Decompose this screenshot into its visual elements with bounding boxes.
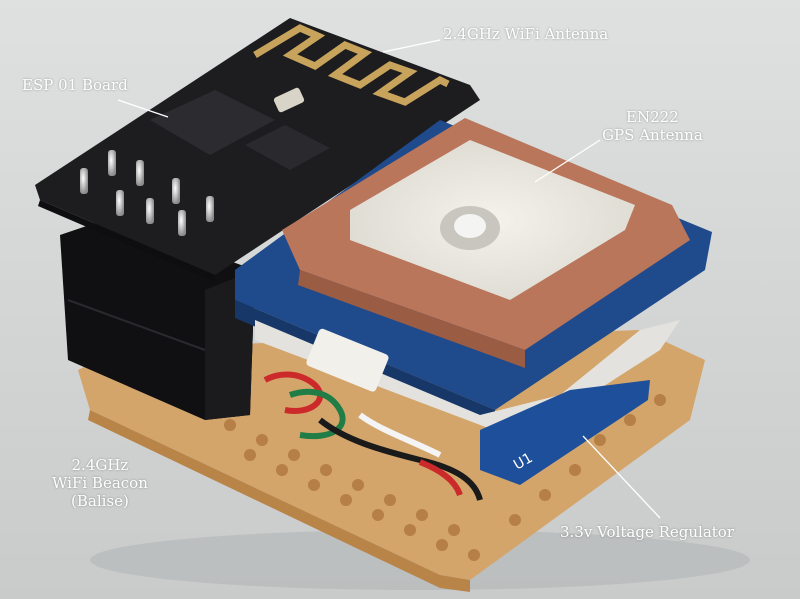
label-gps-line1: EN222 [626, 108, 679, 126]
leader-gps-antenna [534, 139, 601, 183]
label-beacon-line1: 2.4GHz [71, 456, 129, 474]
label-voltage-regulator: 3.3v Voltage Regulator [560, 523, 735, 541]
gps-module: U1 [235, 118, 712, 485]
leader-wifi-antenna [382, 39, 441, 53]
esp01-board [35, 18, 480, 282]
label-wifi-antenna: 2.4GHz WiFi Antenna [443, 25, 609, 43]
label-beacon-line3: (Balise) [71, 492, 129, 510]
leader-esp-board [117, 99, 169, 118]
leader-regulator [582, 435, 661, 519]
esp-chip [150, 90, 275, 155]
white-connector [306, 328, 389, 392]
label-gps-antenna: EN222 GPS Antenna [602, 108, 703, 144]
label-beacon-line2: WiFi Beacon [52, 474, 148, 492]
flash-chip [245, 125, 330, 170]
crystal [273, 87, 305, 113]
label-gps-line2: GPS Antenna [602, 126, 703, 144]
antenna-trace [253, 24, 450, 106]
regulator-board [480, 380, 650, 485]
leader-lines [117, 39, 661, 519]
label-esp-board: ESP 01 Board [22, 76, 128, 94]
label-wifi-beacon: 2.4GHz WiFi Beacon (Balise) [52, 456, 148, 510]
wiring [263, 328, 483, 501]
